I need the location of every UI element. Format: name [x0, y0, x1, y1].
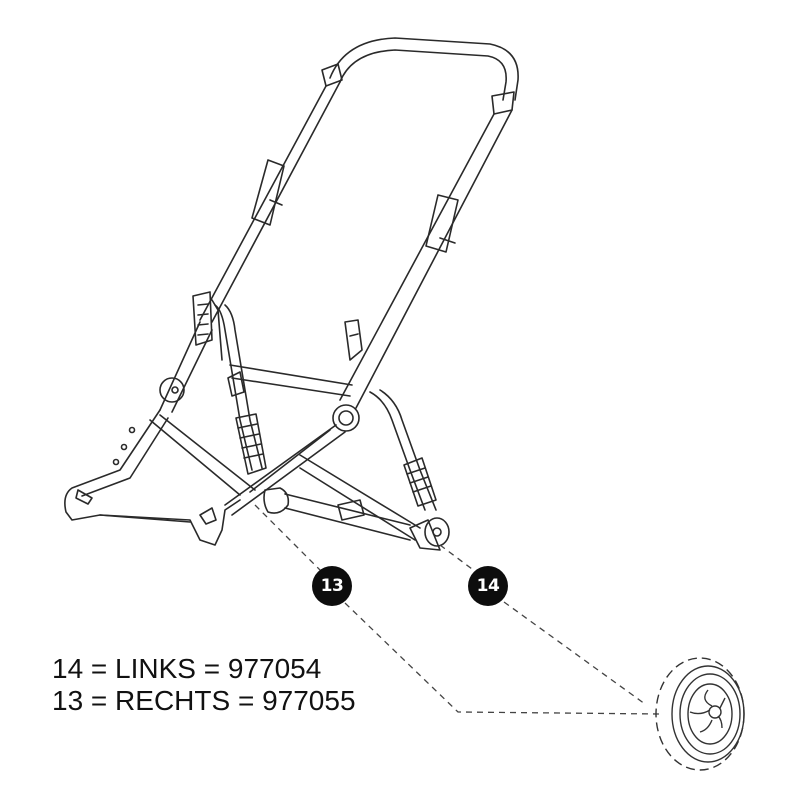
leader-line-14	[439, 544, 646, 705]
right-rear-strut	[369, 389, 437, 511]
handlebar	[321, 37, 519, 115]
upper-crossbar	[229, 319, 363, 397]
lower-crossmembers	[263, 454, 421, 541]
legend-line-right: 13 = RECHTS = 977055	[52, 685, 356, 716]
left-base	[64, 409, 256, 546]
legend-line-left: 14 = LINKS = 977054	[52, 653, 322, 684]
callout-badge-13: 13	[312, 566, 352, 606]
callout-label: 13	[320, 576, 344, 596]
callout-badge-14: 14	[468, 566, 508, 606]
callout-label: 14	[476, 576, 500, 596]
right-fold-joint	[332, 404, 360, 432]
right-push-tube	[339, 109, 513, 409]
part-number-legend: 14 = LINKS = 977054 13 = RECHTS = 977055	[52, 653, 356, 717]
left-rear-strut	[214, 304, 267, 475]
front-diagonal	[224, 424, 346, 516]
left-push-tube	[199, 81, 341, 323]
leader-line-13	[254, 504, 661, 715]
left-fold-joint	[159, 291, 223, 413]
right-axle-hub	[409, 517, 450, 551]
rear-wheel	[655, 657, 745, 771]
